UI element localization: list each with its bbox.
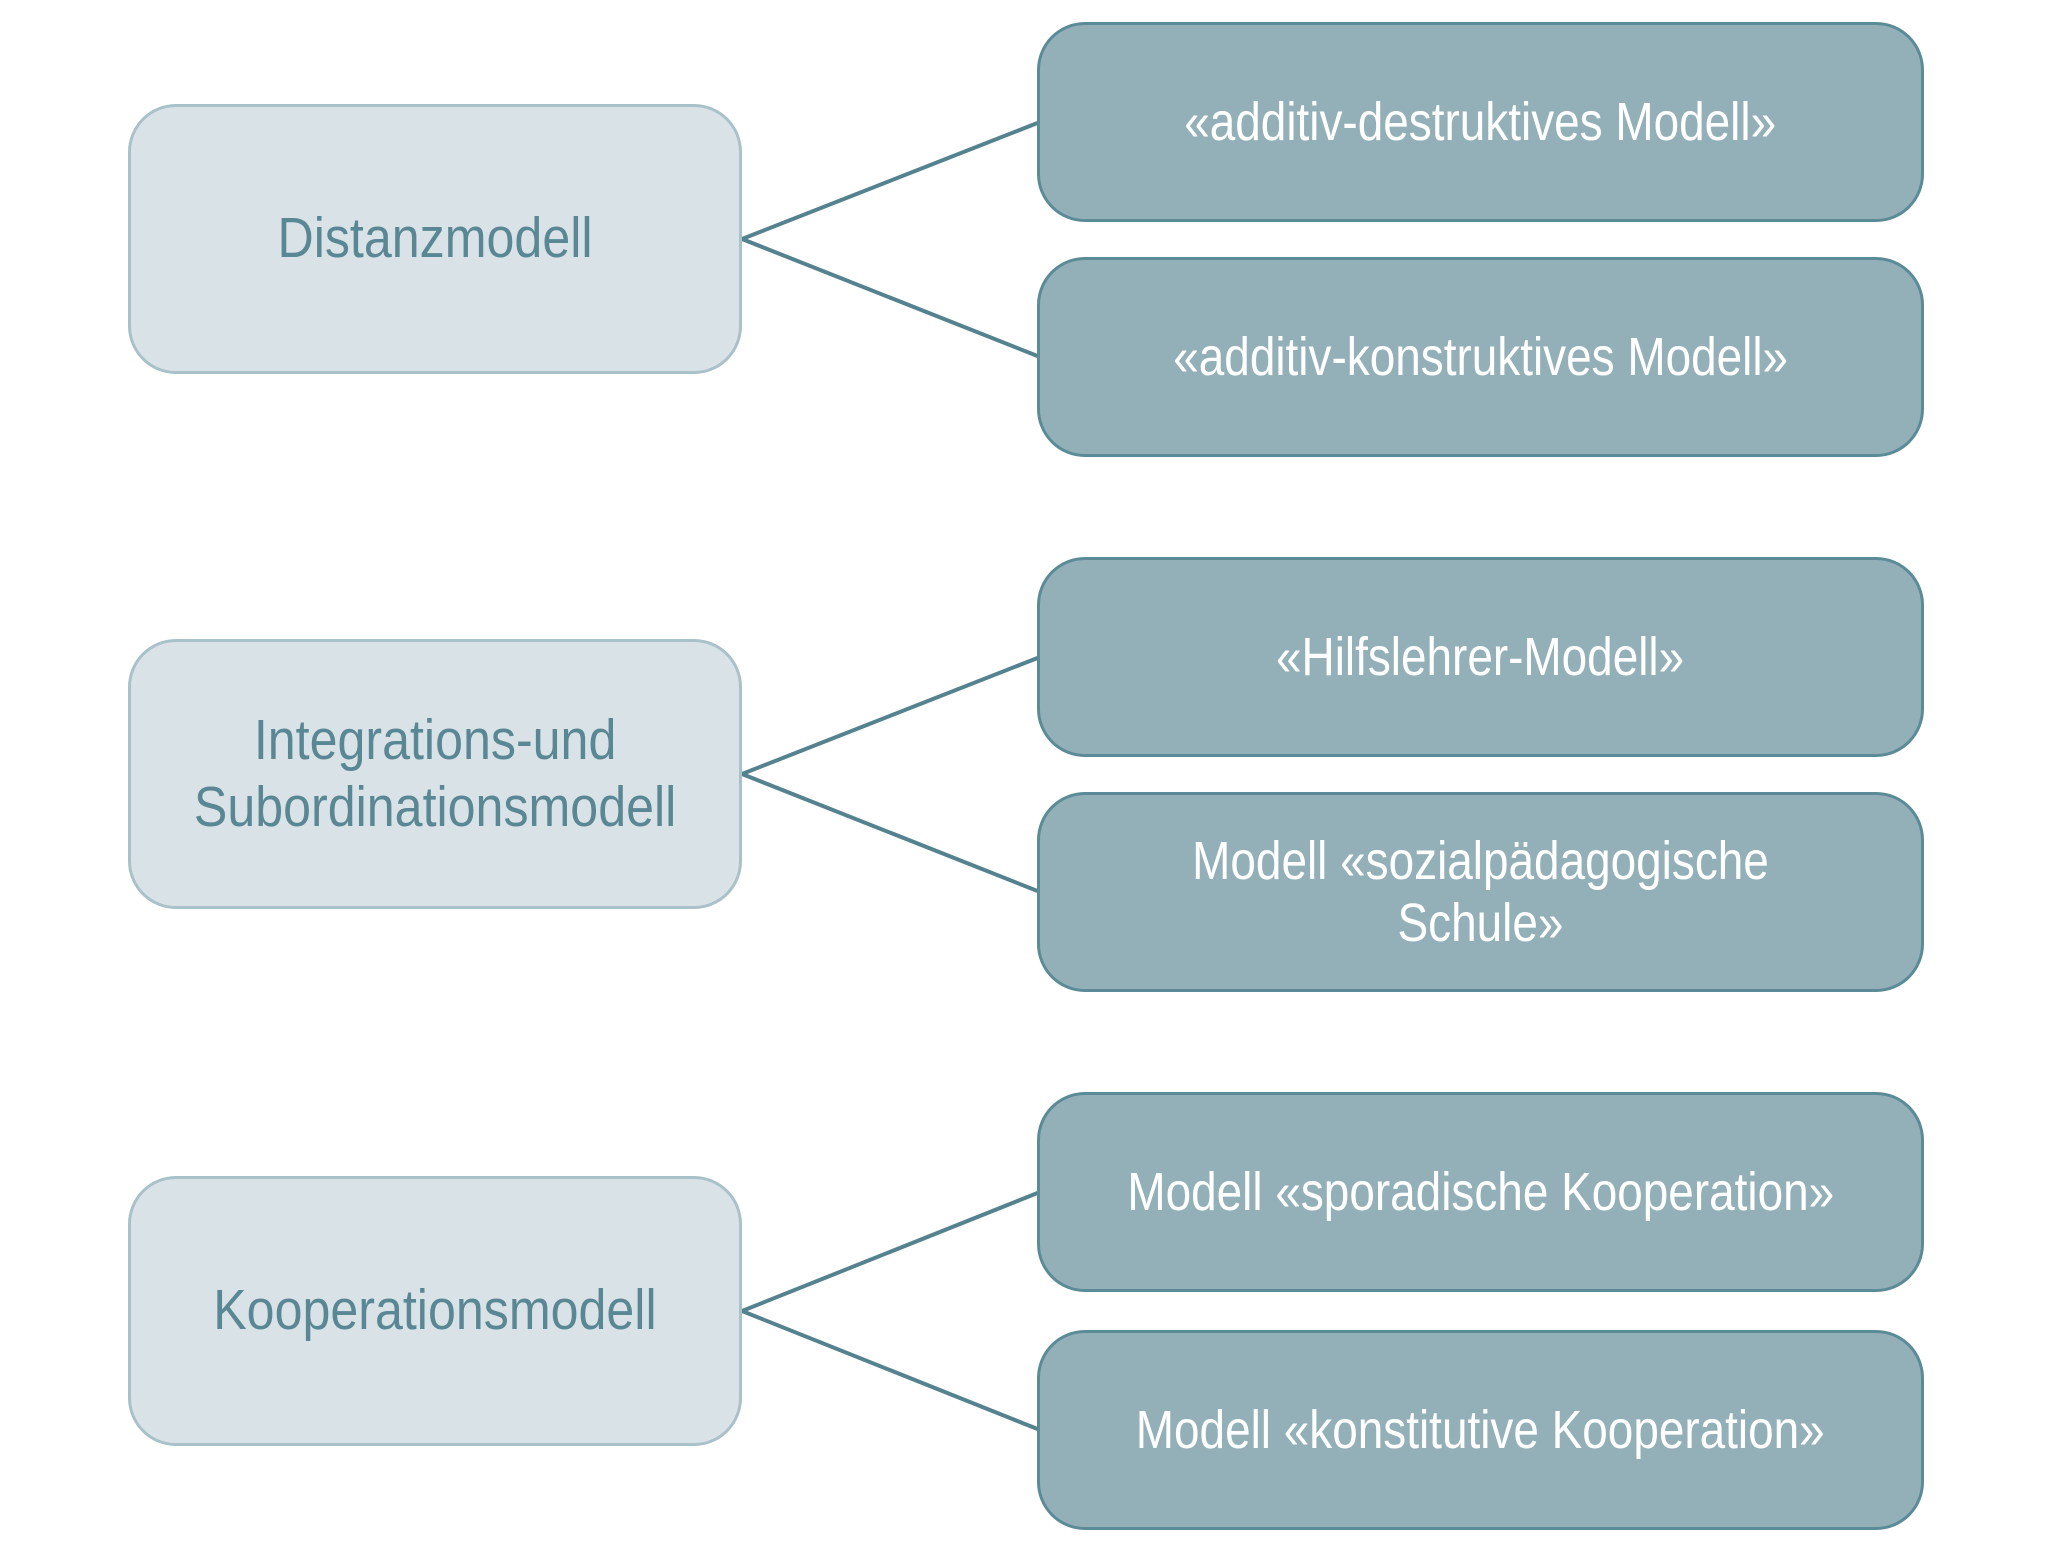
child-box-label: «additiv-destruktives Modell» (1184, 91, 1777, 152)
child-box-sporadische-kooperation: Modell «sporadische Kooperation» (1037, 1092, 1924, 1292)
parent-box-label: Integrations-und Subordinationsmodell (193, 707, 677, 839)
child-box-hilfslehrer-modell: «Hilfslehrer-Modell» (1037, 557, 1924, 757)
child-box-additiv-konstruktives-modell: «additiv-konstruktives Modell» (1037, 257, 1924, 457)
child-box-konstitutive-kooperation: Modell «konstitutive Kooperation» (1037, 1330, 1924, 1530)
connector-line (741, 1190, 1041, 1313)
connector-line (741, 655, 1041, 776)
child-box-sozialpaedagogische-schule: Modell «sozialpädagogische Schule» (1037, 792, 1924, 992)
parent-box-label: Distanzmodell (277, 206, 593, 271)
child-box-label: Modell «sozialpädagogische Schule» (1192, 830, 1769, 953)
parent-box-distanzmodell: Distanzmodell (128, 104, 742, 374)
parent-box-kooperationsmodell: Kooperationsmodell (128, 1176, 742, 1446)
child-box-label: Modell «sporadische Kooperation» (1127, 1161, 1834, 1222)
child-box-additiv-destruktives-modell: «additiv-destruktives Modell» (1037, 22, 1924, 222)
connector-line (741, 1309, 1041, 1432)
connector-line (741, 237, 1041, 359)
connector-line (741, 120, 1041, 241)
parent-box-integrations-und-subordinationsmodell: Integrations-und Subordinationsmodell (128, 639, 742, 909)
child-box-label: Modell «konstitutive Kooperation» (1136, 1399, 1825, 1460)
child-box-label: «additiv-konstruktives Modell» (1173, 326, 1788, 387)
child-box-label: «Hilfslehrer-Modell» (1276, 626, 1685, 687)
connector-line (741, 772, 1041, 894)
parent-box-label: Kooperationsmodell (213, 1278, 657, 1343)
